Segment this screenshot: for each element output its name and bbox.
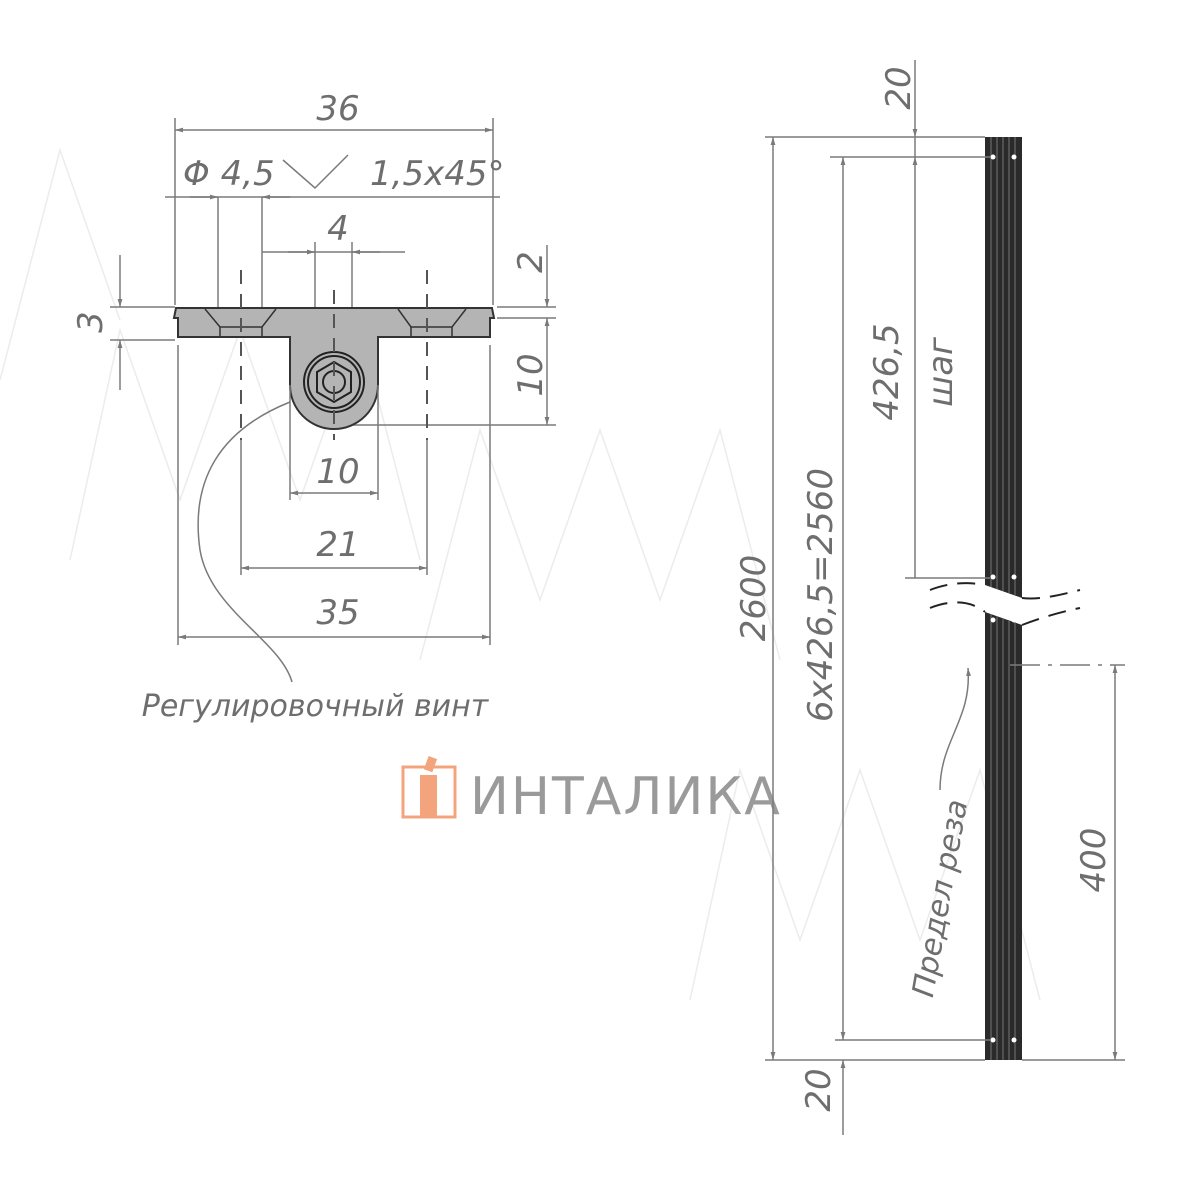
dim-bottom-20: 20 [799,1068,839,1111]
dim-36: 36 [316,89,359,129]
watermark [0,147,1041,1001]
profile-bar [985,137,1022,1060]
dim-10-width: 10 [316,452,359,492]
dim-2600: 2600 [734,555,774,642]
dim-top-20: 20 [879,66,919,109]
dim-400: 400 [1074,828,1114,893]
dim-chamfer: 1,5x45° [370,154,504,194]
logo-text: ИНТАЛИКА [470,767,782,827]
callout-leader [197,401,293,683]
dim-pitch-total: 6x426,5=2560 [801,468,841,722]
dim-35: 35 [316,593,359,633]
dim-hole-diameter: Φ 4,5 [183,154,275,194]
cut-limit-leader [939,667,972,791]
chamfer-symbol [282,154,349,190]
dim-10-height: 10 [511,353,551,396]
section-view: 36 Φ 4,5 1,5x45° 4 2 10 3 [71,89,556,724]
dim-21: 21 [316,525,359,565]
dim-3: 3 [71,311,111,333]
callout-adjusting-screw: Регулировочный винт [142,689,490,724]
dim-4: 4 [327,209,349,249]
dim-2: 2 [511,251,551,273]
logo: ИНТАЛИКА [401,756,782,827]
cut-limit-label: Предел реза [906,797,975,1000]
dim-pitch: 426,5 [867,323,907,420]
break-lines [929,582,1081,626]
length-view: 2600 20 426,5 шаг 6x426,5=2560 20 400 Пр… [734,60,1125,1135]
dim-pitch-label: шаг [921,336,961,407]
